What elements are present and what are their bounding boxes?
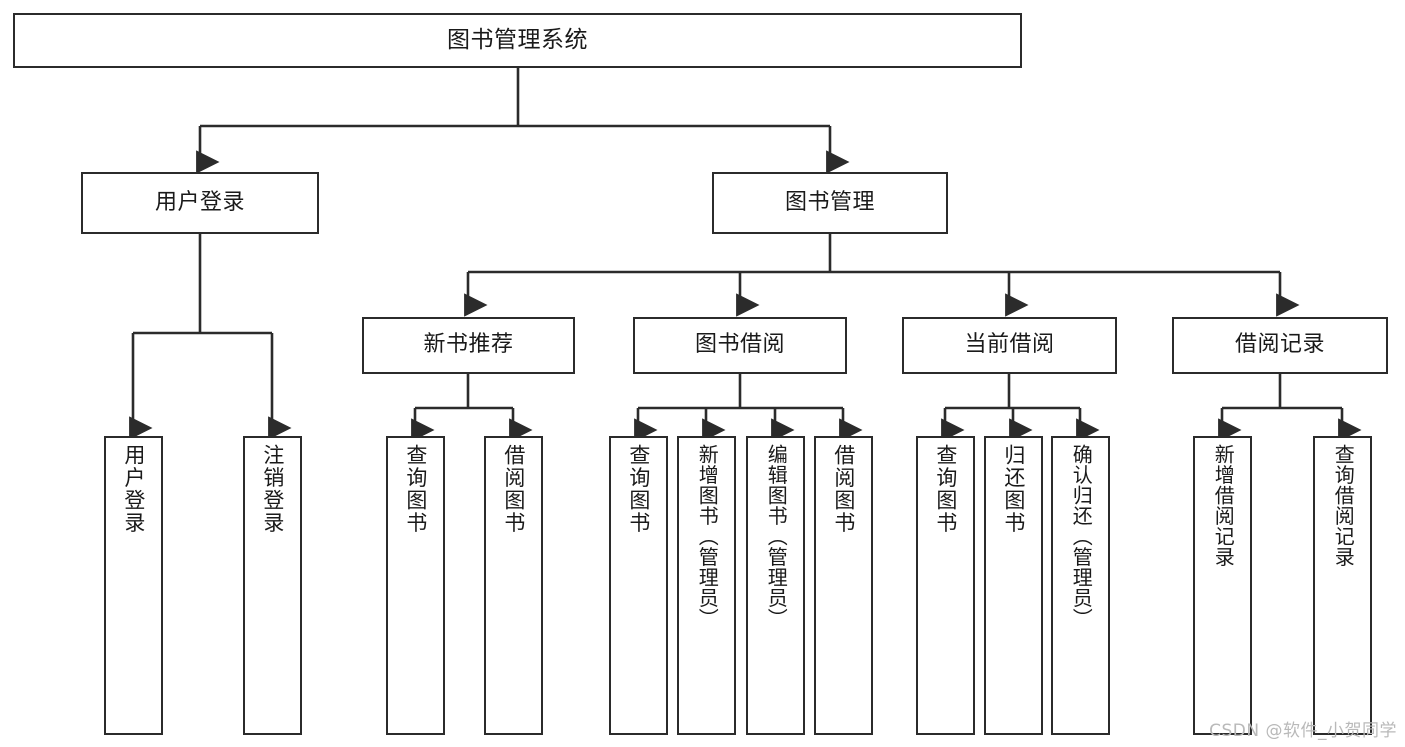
node-book-management[interactable]: 图书管理 xyxy=(712,172,948,234)
leaf-confirm-return[interactable]: 确认归还（管理员） xyxy=(1051,436,1110,735)
leaf-query-book-current[interactable]: 查询图书 xyxy=(916,436,975,735)
leaf-label: 借阅图书 xyxy=(831,444,856,534)
leaf-label: 归还图书 xyxy=(1001,444,1026,534)
node-root-title[interactable]: 图书管理系统 xyxy=(13,13,1022,68)
leaf-label: 借阅图书 xyxy=(501,444,526,534)
leaf-label: 查询图书 xyxy=(403,444,428,534)
node-new-book-recommend[interactable]: 新书推荐 xyxy=(362,317,575,374)
node-borrow-record[interactable]: 借阅记录 xyxy=(1172,317,1388,374)
node-user-login[interactable]: 用户登录 xyxy=(81,172,319,234)
leaf-borrow-book[interactable]: 借阅图书 xyxy=(814,436,873,735)
leaf-return-book[interactable]: 归还图书 xyxy=(984,436,1043,735)
leaf-label: 查询借阅记录 xyxy=(1331,444,1356,567)
leaf-label: 新增图书（管理员） xyxy=(695,444,720,629)
node-label: 借阅记录 xyxy=(1234,332,1325,358)
node-label: 图书管理 xyxy=(784,189,875,215)
leaf-edit-book[interactable]: 编辑图书（管理员） xyxy=(746,436,805,735)
leaf-label: 编辑图书（管理员） xyxy=(764,444,789,629)
node-current-borrow[interactable]: 当前借阅 xyxy=(902,317,1117,374)
node-label: 新书推荐 xyxy=(423,332,514,358)
leaf-query-book-borrow[interactable]: 查询图书 xyxy=(609,436,668,735)
leaf-query-borrow-record[interactable]: 查询借阅记录 xyxy=(1313,436,1372,735)
leaf-label: 新增借阅记录 xyxy=(1211,444,1236,567)
node-label: 用户登录 xyxy=(154,189,245,215)
node-label: 图书借阅 xyxy=(694,332,785,358)
leaf-borrow-book-recommend[interactable]: 借阅图书 xyxy=(484,436,543,735)
leaf-user-login[interactable]: 用户登录 xyxy=(104,436,163,735)
node-label: 图书管理系统 xyxy=(447,26,588,53)
leaf-add-book[interactable]: 新增图书（管理员） xyxy=(677,436,736,735)
leaf-label: 确认归还（管理员） xyxy=(1069,444,1094,629)
leaf-label: 查询图书 xyxy=(626,444,651,534)
leaf-query-book-recommend[interactable]: 查询图书 xyxy=(386,436,445,735)
leaf-label: 查询图书 xyxy=(933,444,958,534)
leaf-label: 用户登录 xyxy=(121,444,146,534)
node-book-borrow[interactable]: 图书借阅 xyxy=(633,317,847,374)
leaf-logout-login[interactable]: 注销登录 xyxy=(243,436,302,735)
node-label: 当前借阅 xyxy=(964,332,1055,358)
leaf-add-borrow-record[interactable]: 新增借阅记录 xyxy=(1193,436,1252,735)
leaf-label: 注销登录 xyxy=(260,444,285,534)
